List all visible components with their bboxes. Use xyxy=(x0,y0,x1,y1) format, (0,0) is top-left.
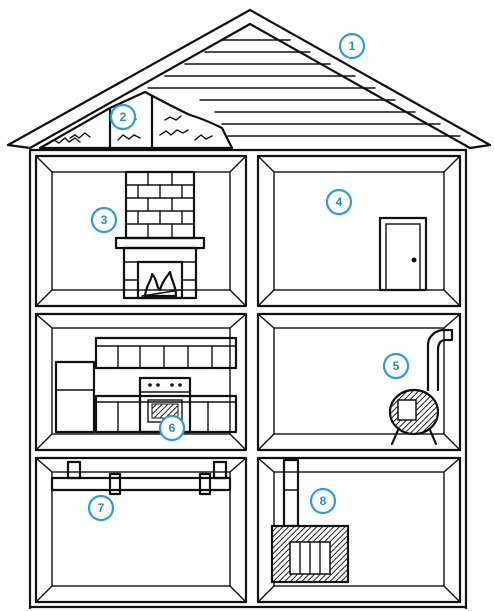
marker-6: 6 xyxy=(160,416,184,440)
door xyxy=(380,218,426,290)
chimney-bricks xyxy=(126,172,194,238)
furnace xyxy=(272,460,348,582)
marker-3-label: 3 xyxy=(101,213,108,227)
marker-2-label: 2 xyxy=(120,110,127,124)
room-top-left xyxy=(36,156,246,306)
marker-1: 1 xyxy=(340,34,364,58)
marker-5: 5 xyxy=(384,354,408,378)
marker-4: 4 xyxy=(327,190,351,214)
room-top-right xyxy=(258,156,460,306)
kitchen xyxy=(56,338,236,432)
marker-6-label: 6 xyxy=(169,421,176,435)
marker-5-label: 5 xyxy=(393,359,400,373)
marker-1-label: 1 xyxy=(349,39,356,53)
flue-pipe xyxy=(284,460,298,526)
marker-4-label: 4 xyxy=(336,195,343,209)
marker-7-label: 7 xyxy=(98,501,105,515)
roof xyxy=(8,10,490,148)
mantel xyxy=(116,238,204,248)
door-knob xyxy=(412,258,417,263)
refrigerator xyxy=(56,362,94,432)
pipes xyxy=(52,462,230,494)
upper-cabinets xyxy=(96,338,236,368)
marker-7: 7 xyxy=(89,496,113,520)
room-bottom-left xyxy=(36,458,246,602)
marker-8: 8 xyxy=(311,489,335,513)
stove-door xyxy=(398,400,416,420)
fireplace xyxy=(116,172,204,298)
marker-8-label: 8 xyxy=(320,494,327,508)
marker-2: 2 xyxy=(111,105,135,129)
marker-3: 3 xyxy=(92,208,116,232)
wood-stove xyxy=(390,330,452,444)
